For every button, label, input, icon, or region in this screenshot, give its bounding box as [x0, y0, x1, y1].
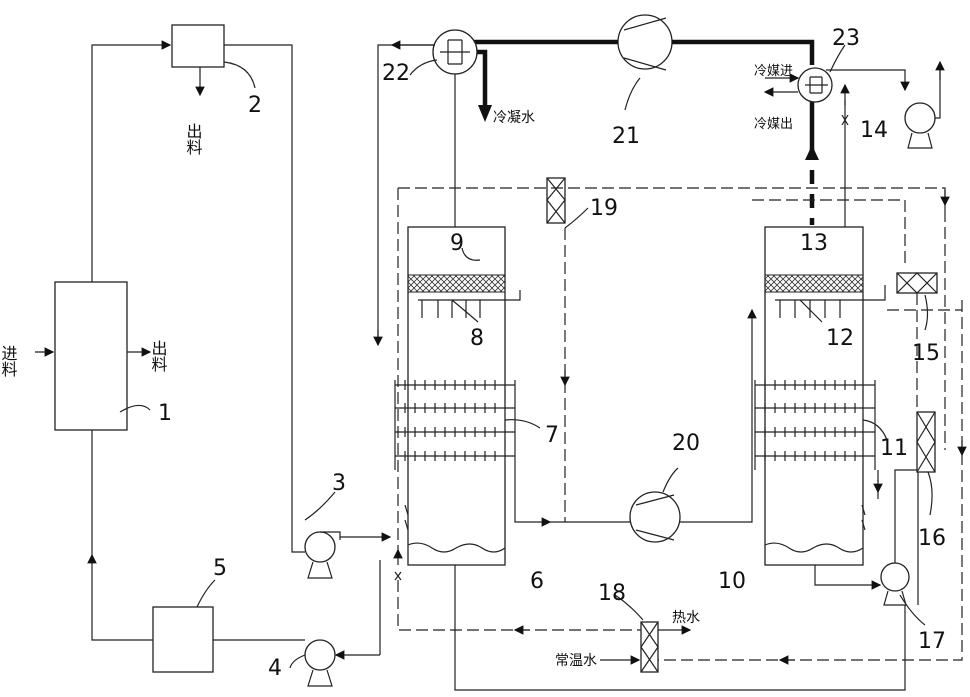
feed-in-label-1: 进料	[0, 345, 18, 377]
pump-4	[305, 640, 335, 686]
label-20: 20	[672, 431, 700, 456]
label-15: 15	[912, 341, 940, 366]
label-14: 14	[860, 118, 888, 143]
label-8: 8	[470, 326, 484, 351]
hot-water-label: 热水	[672, 610, 700, 626]
label-4: 4	[268, 656, 282, 681]
label-18: 18	[598, 581, 626, 606]
coolant-in-label: 冷媒进	[754, 64, 793, 79]
label-1: 1	[158, 401, 172, 426]
valve-15	[897, 273, 937, 293]
valve-19	[547, 178, 565, 223]
valve-16	[917, 412, 935, 472]
unit-2	[172, 25, 224, 67]
label-11: 11	[880, 436, 908, 461]
label-19: 19	[590, 196, 618, 221]
label-12: 12	[826, 326, 854, 351]
label-13: 13	[800, 231, 828, 256]
discharge-label-2: 出料	[184, 123, 203, 155]
demister-13	[765, 275, 863, 292]
demister-9	[408, 275, 505, 292]
valve-18	[641, 622, 658, 672]
ambient-water-label: 常温水	[555, 653, 597, 669]
compressor-21	[618, 15, 672, 69]
label-3: 3	[332, 471, 346, 496]
label-10: 10	[718, 569, 746, 594]
pump-3	[305, 532, 340, 578]
label-7: 7	[545, 423, 559, 448]
unit-5	[153, 607, 213, 672]
label-22: 22	[382, 61, 410, 86]
pump-17	[881, 563, 909, 605]
label-2: 2	[248, 93, 262, 118]
label-23: 23	[832, 26, 860, 51]
vessel-1	[55, 282, 127, 430]
label-16: 16	[918, 526, 946, 551]
label-21: 21	[612, 124, 640, 149]
discharge-label-1: 出料	[149, 340, 168, 372]
coolant-out-label: 冷媒出	[754, 117, 793, 132]
condensate-label: 冷凝水	[493, 110, 535, 126]
label-5: 5	[213, 556, 227, 581]
label-17: 17	[918, 629, 946, 654]
label-6: 6	[530, 569, 544, 594]
pump-14	[905, 62, 940, 148]
label-9: 9	[450, 231, 464, 256]
